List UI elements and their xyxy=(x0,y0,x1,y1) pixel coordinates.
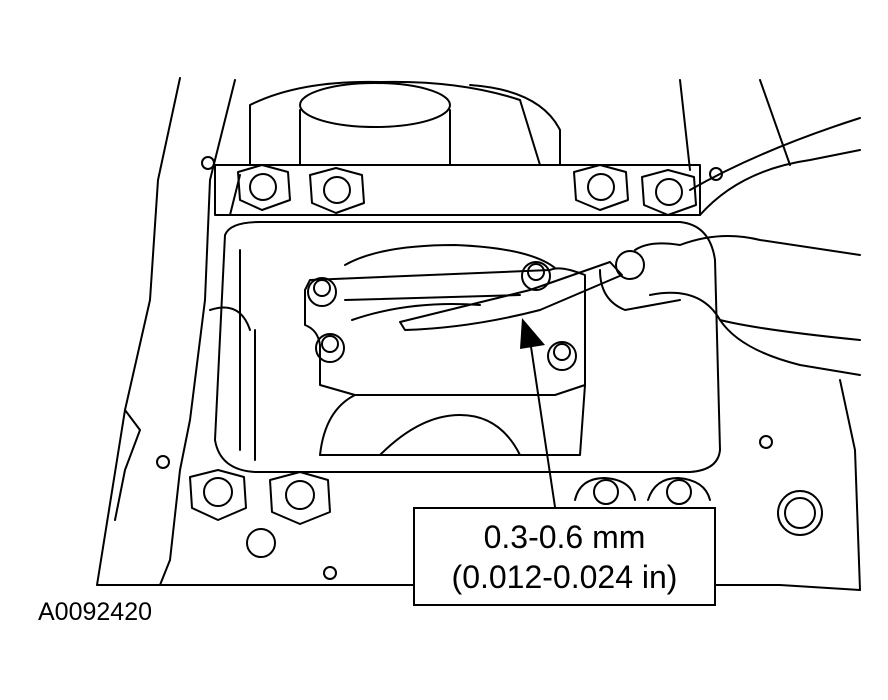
flange-bolts xyxy=(190,165,710,524)
technician-hand xyxy=(600,118,860,375)
figure-id: A0092420 xyxy=(38,598,153,626)
cap-bolt-1 xyxy=(308,278,336,306)
cap-bolt-2 xyxy=(316,334,344,362)
bolt-bottom-4 xyxy=(648,478,710,504)
cap-bolts xyxy=(308,262,576,370)
bolt-top-4 xyxy=(642,170,696,215)
bolt-top-2 xyxy=(310,168,364,213)
clearance-metric: 0.3-0.6 mm xyxy=(483,518,646,555)
main-bearing-cap xyxy=(305,245,585,455)
dowel-holes xyxy=(157,157,822,579)
feeler-gauge xyxy=(400,262,622,330)
cap-bolt-3 xyxy=(522,262,550,290)
crank-journal-top xyxy=(250,82,560,165)
crankcase-opening xyxy=(210,222,720,472)
bolt-bottom-1 xyxy=(190,470,246,520)
clearance-imperial: (0.012-0.024 in) xyxy=(451,558,678,595)
bolt-top-1 xyxy=(238,165,290,210)
bolt-bottom-2 xyxy=(270,472,330,524)
cap-bolt-4 xyxy=(548,342,576,370)
clearance-callout: 0.3-0.6 mm (0.012-0.024 in) xyxy=(413,507,716,606)
leader-arrow xyxy=(520,318,555,507)
bolt-bottom-3 xyxy=(575,478,635,504)
bolt-top-3 xyxy=(574,165,628,210)
